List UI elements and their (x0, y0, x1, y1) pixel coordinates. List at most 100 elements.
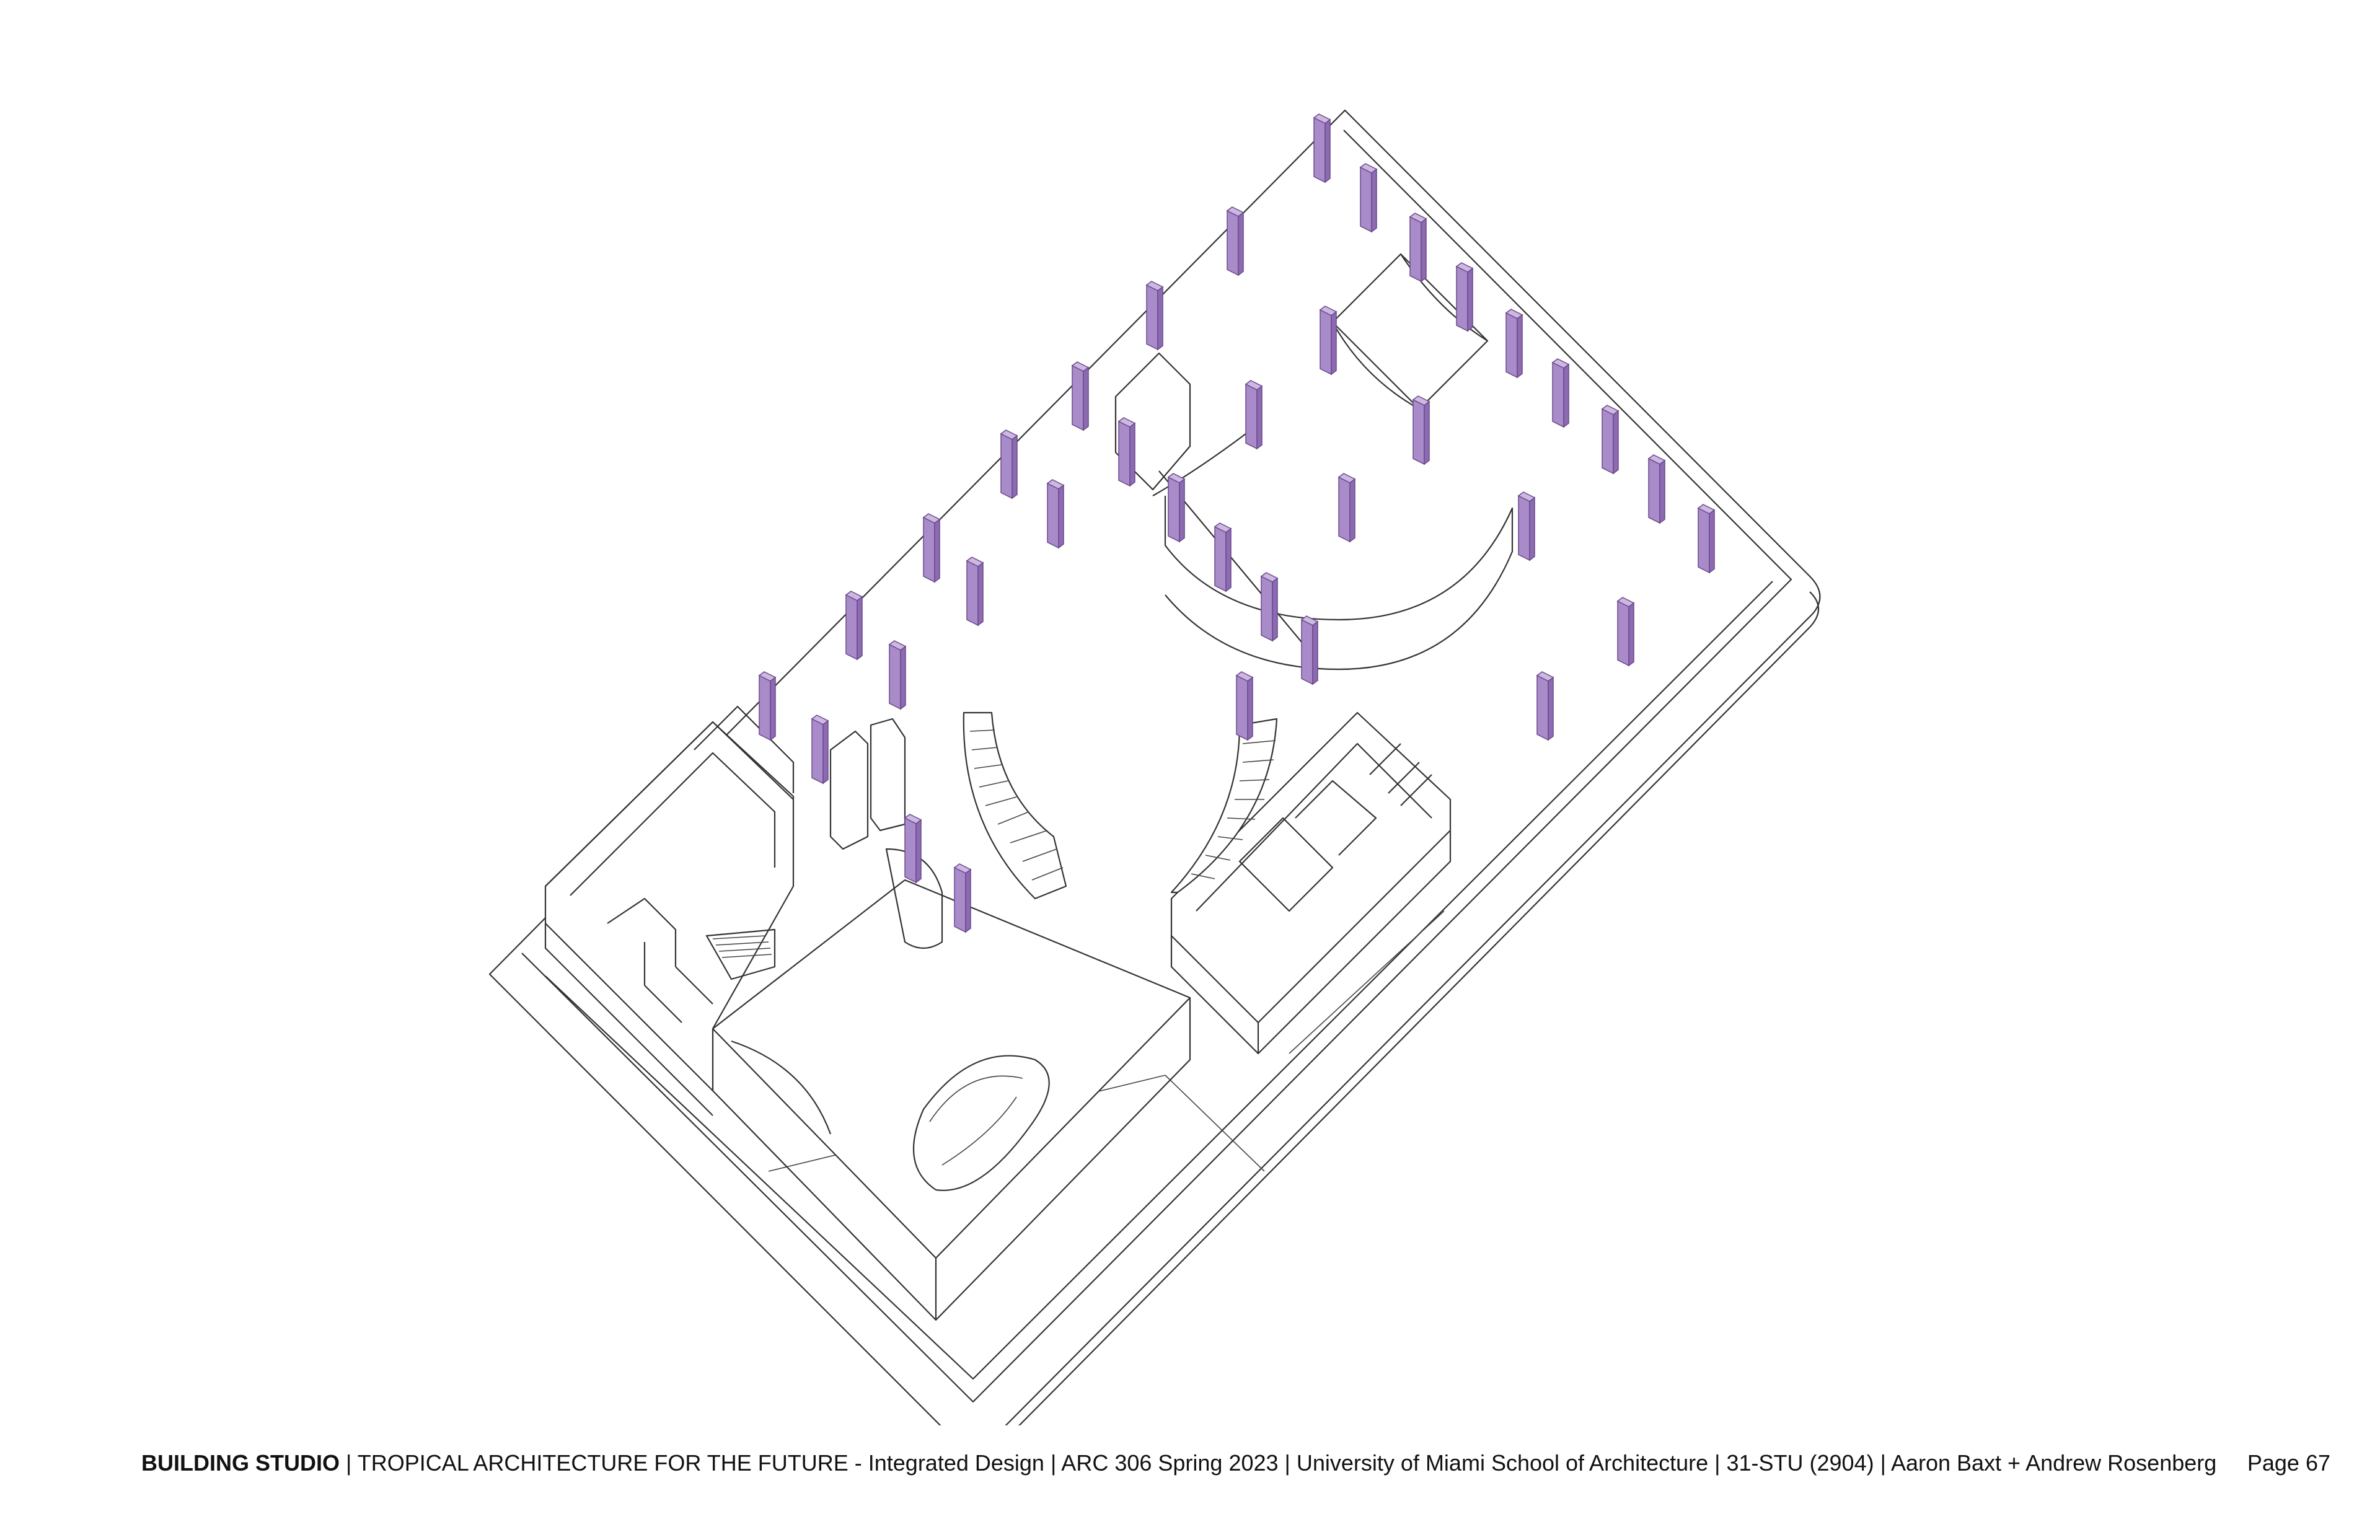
column (1145, 281, 1164, 351)
column-face (1072, 364, 1084, 431)
column-side (965, 868, 971, 933)
column-side (770, 676, 776, 741)
column (1000, 429, 1018, 499)
building-block-right (1170, 711, 1452, 1055)
column-side (1256, 385, 1263, 450)
column-side (1083, 366, 1089, 431)
column (1536, 671, 1554, 741)
column (1226, 206, 1245, 276)
column-side (1247, 676, 1253, 741)
column-top (1409, 213, 1427, 223)
column-side (1563, 363, 1569, 428)
column-side (1058, 484, 1064, 549)
column-top (1319, 306, 1338, 316)
footer: BUILDING STUDIO | TROPICAL ARCHITECTURE … (0, 1450, 2380, 1500)
column-face (1301, 618, 1313, 685)
column-top (922, 513, 941, 524)
column-face (845, 594, 858, 661)
column-top (758, 671, 777, 682)
central-kiosks (829, 718, 906, 850)
column-face (1518, 495, 1530, 561)
column (1455, 262, 1474, 332)
column (1167, 473, 1186, 543)
column-side (1331, 310, 1337, 376)
column-side (857, 596, 863, 661)
column (966, 557, 984, 627)
curved-stair-right (1170, 718, 1278, 894)
column-top (1455, 262, 1474, 273)
column (1319, 306, 1338, 376)
column-side (1709, 509, 1715, 574)
column-face (1338, 476, 1351, 543)
column-top (1313, 113, 1331, 124)
column-face (1146, 284, 1158, 351)
column-side (900, 645, 906, 710)
column-face (1118, 420, 1130, 487)
column-face (1000, 433, 1013, 499)
column-face (1227, 209, 1239, 276)
column (758, 671, 777, 741)
column (1313, 113, 1331, 183)
column-top (1071, 361, 1090, 372)
column (1409, 213, 1427, 283)
column-face (1261, 575, 1273, 642)
column (1117, 417, 1136, 487)
column-top (904, 814, 922, 824)
column (845, 591, 863, 661)
column (811, 715, 829, 785)
column-top (953, 863, 972, 874)
column-side (915, 819, 922, 884)
column-face (966, 560, 979, 627)
column-group (758, 113, 1716, 933)
column (1235, 671, 1254, 741)
column-side (1349, 478, 1355, 543)
column-top (1260, 572, 1279, 583)
column-top (1505, 309, 1523, 319)
column-face (1409, 216, 1422, 283)
column-side (1659, 459, 1665, 524)
column-top (1235, 671, 1254, 682)
column (1551, 358, 1570, 428)
column-top (1616, 597, 1635, 607)
column-side (1548, 676, 1554, 741)
column-face (1456, 265, 1468, 332)
column (1517, 491, 1536, 561)
column-side (1272, 577, 1278, 642)
column-top (1000, 429, 1018, 440)
column (922, 513, 941, 583)
column-face (1320, 309, 1332, 376)
column-side (822, 719, 829, 785)
column-top (1412, 395, 1430, 406)
column-face (1648, 457, 1660, 524)
column-face (1602, 408, 1614, 475)
column-side (1371, 168, 1377, 233)
column-face (1536, 674, 1549, 741)
footer-credits: BUILDING STUDIO | TROPICAL ARCHITECTURE … (141, 1450, 2216, 1476)
column-face (1617, 600, 1629, 667)
column (1412, 395, 1430, 465)
column (1359, 163, 1378, 233)
column-top (966, 557, 984, 567)
column (1697, 504, 1716, 574)
column (1338, 473, 1356, 543)
column-side (1312, 620, 1318, 685)
column-top (1338, 473, 1356, 483)
column-top (1117, 417, 1136, 428)
column (1616, 597, 1635, 667)
column-face (904, 817, 917, 884)
column-top (1601, 405, 1620, 415)
column-face (923, 516, 935, 583)
column-face (1313, 117, 1326, 183)
column-side (1157, 286, 1163, 351)
column-top (888, 640, 907, 651)
column-face (889, 643, 901, 710)
column-face (954, 866, 966, 933)
column-face (1214, 526, 1227, 592)
column-top (1167, 473, 1186, 483)
column-side (1129, 422, 1135, 487)
footer-course-info: | TROPICAL ARCHITECTURE FOR THE FUTURE -… (340, 1450, 2217, 1476)
column-face (1047, 482, 1059, 549)
column-side (1424, 400, 1430, 465)
column-top (1551, 358, 1570, 369)
column (953, 863, 972, 933)
